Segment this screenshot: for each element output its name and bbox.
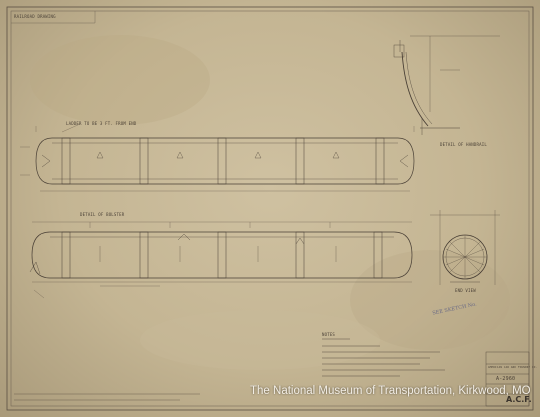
museum-watermark: The National Museum of Transportation, K… — [250, 385, 531, 397]
header-note: RAILROAD DRAWING — [14, 14, 56, 19]
side-view-note: DETAIL OF BOLSTER — [80, 212, 125, 217]
handrail-detail — [393, 35, 500, 135]
title-block-drawing-no: A-2960 — [496, 376, 516, 382]
sheet-border — [6, 6, 534, 411]
top-view-note: LADDER TO BE 3 FT. FROM END — [66, 121, 137, 126]
end-view — [430, 210, 500, 285]
handrail-detail-note: DETAIL OF HANDRAIL — [440, 142, 487, 147]
notes-lines — [322, 338, 445, 377]
end-view-note: END VIEW — [455, 288, 476, 293]
title-block-company: AMERICAN CAR AND FOUNDRY CO. — [488, 366, 538, 369]
acf-logo: A.C.F. — [506, 395, 532, 404]
tank-top-view — [35, 137, 415, 185]
notes-title: NOTES — [322, 332, 336, 337]
tank-side-view — [29, 231, 413, 279]
title-block — [485, 351, 530, 407]
